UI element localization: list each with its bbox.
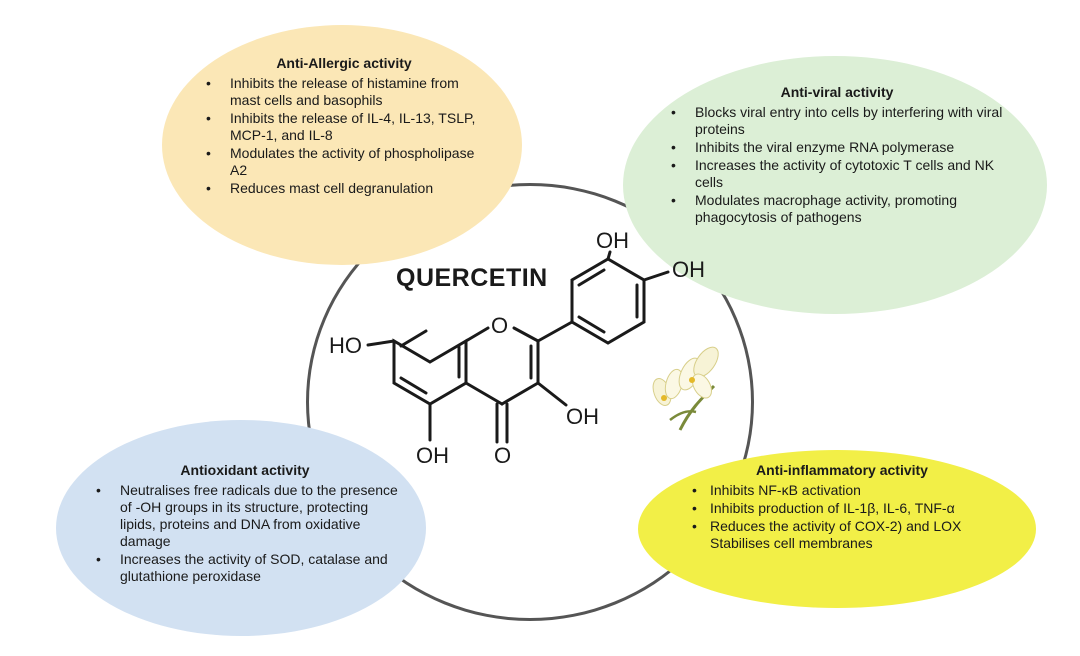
ring-a-double-bond	[399, 329, 428, 348]
anti-viral-list: Blocks viral entry into cells by interfe…	[667, 104, 1007, 226]
antioxidant-title: Antioxidant activity	[180, 462, 310, 478]
list-item: Modulates macrophage activity, promoting…	[667, 192, 1007, 226]
antioxidant-list: Neutralises free radicals due to the pre…	[92, 482, 398, 585]
white-flower-icon	[652, 346, 719, 431]
label-oh-right: OH	[672, 257, 705, 282]
anti-inflammatory-list: Inhibits NF-κB activation Inhibits produ…	[688, 482, 996, 552]
label-oh-3: OH	[566, 404, 599, 429]
bond	[512, 326, 540, 343]
ring-a-double-bond	[399, 376, 428, 395]
list-item: Inhibits the release of histamine from m…	[202, 75, 486, 109]
label-ring-o: O	[491, 313, 509, 338]
antioxidant-bubble: Antioxidant activity Neutralises free ra…	[56, 420, 426, 636]
list-item: Modulates the activity of phospholipase …	[202, 145, 486, 179]
list-item: Neutralises free radicals due to the pre…	[92, 482, 398, 550]
bond	[464, 381, 504, 406]
ring-b-double-bond	[577, 268, 606, 287]
list-item: Inhibits the viral enzyme RNA polymerase	[667, 139, 1007, 156]
anti-viral-bubble: Anti-viral activity Blocks viral entry i…	[623, 56, 1047, 314]
list-item: Blocks viral entry into cells by interfe…	[667, 104, 1007, 138]
quercetin-title: QUERCETIN	[396, 264, 548, 292]
bond	[366, 339, 396, 347]
list-item: Reduces mast cell degranulation	[202, 180, 486, 197]
label-oh-5: OH	[416, 443, 449, 468]
ring-b	[570, 257, 646, 345]
label-oh-top: OH	[596, 228, 629, 253]
anti-allergic-title: Anti-Allergic activity	[276, 55, 412, 71]
anti-viral-title: Anti-viral activity	[780, 84, 894, 100]
label-carbonyl-o: O	[494, 443, 512, 468]
label-ho-left: HO	[329, 333, 362, 358]
bond	[536, 320, 574, 343]
ring-b-double-bond	[577, 315, 606, 334]
list-item: Reduces the activity of COX-2) and LOX S…	[688, 518, 996, 552]
anti-allergic-bubble: Anti-Allergic activity Inhibits the rele…	[162, 25, 522, 265]
ring-a	[392, 338, 468, 406]
bond	[536, 381, 568, 407]
list-item: Inhibits the release of IL-4, IL-13, TSL…	[202, 110, 486, 144]
bond	[606, 250, 612, 261]
list-item: Inhibits production of IL-1β, IL-6, TNF-…	[688, 500, 996, 517]
list-item: Increases the activity of cytotoxic T ce…	[667, 157, 1007, 191]
bond	[500, 381, 540, 406]
list-item: Increases the activity of SOD, catalase …	[92, 551, 398, 585]
anti-inflammatory-title: Anti-inflammatory activity	[756, 462, 928, 478]
bond	[642, 270, 670, 282]
list-item: Inhibits NF-κB activation	[688, 482, 996, 499]
anti-inflammatory-bubble: Anti-inflammatory activity Inhibits NF-κ…	[638, 450, 1036, 608]
bond	[464, 326, 490, 343]
anti-allergic-list: Inhibits the release of histamine from m…	[202, 75, 486, 197]
